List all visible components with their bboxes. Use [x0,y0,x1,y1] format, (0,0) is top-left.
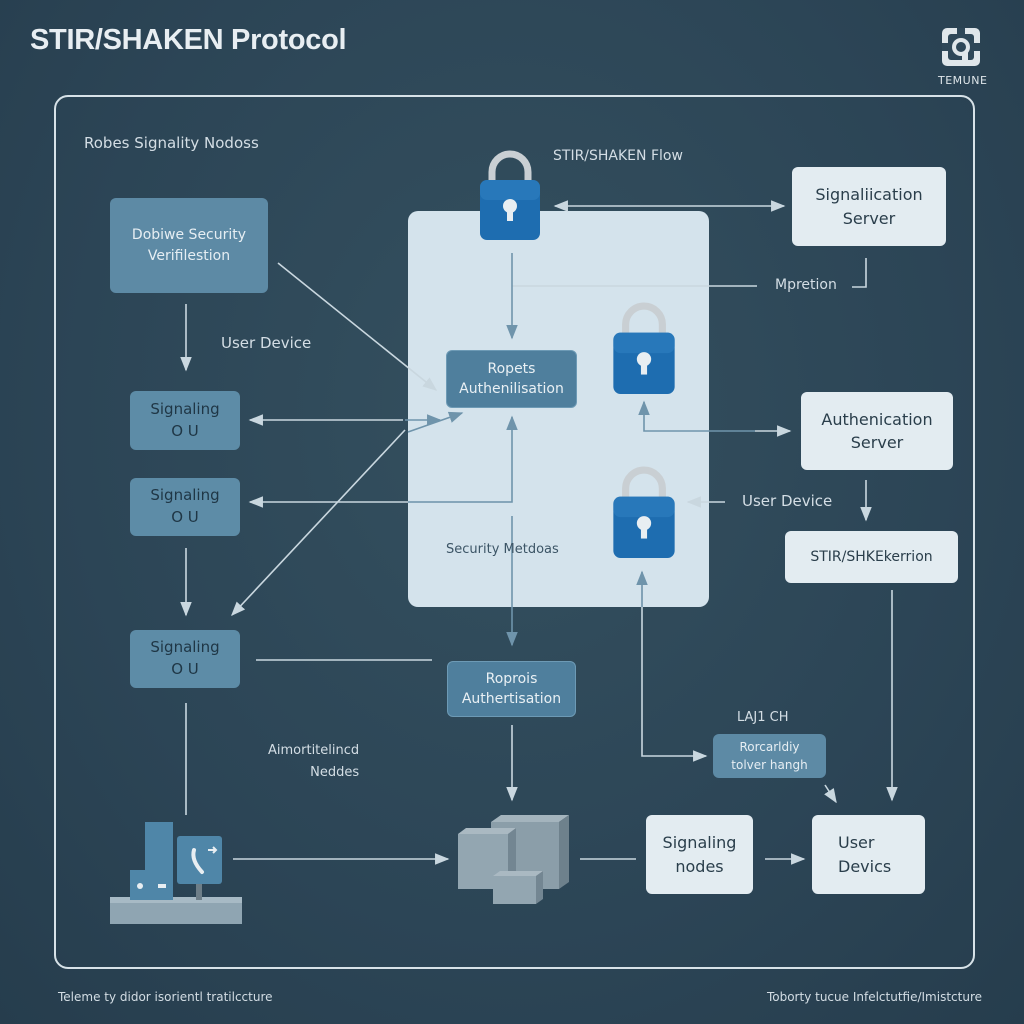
user-device-label-left: User Device [221,334,312,352]
mpretion-label: Mpretion [775,277,837,293]
last-ch-label: LAJ1 CH [737,710,789,725]
wire-server-down [852,258,867,288]
flow-title: STIR/SHAKEN Flow [553,148,683,164]
node-signalication-server[interactable]: Signaliication Server [792,167,946,246]
wire-lock3-to-recently [641,572,708,762]
node-authentication-top[interactable]: Ropets Authenilisation [446,350,577,408]
node-user-devices[interactable]: User Devics [812,815,925,894]
diagram-frame [54,95,975,969]
server-cubes-icon [456,812,571,907]
lock-icon [478,150,542,240]
user-device-label-right: User Device [742,492,833,510]
wire-recently-to-user [824,784,837,804]
wire-panel-up-to-auth [408,415,518,503]
node-recently[interactable]: Rorcarldiy tolver hangh [713,734,826,778]
node-signaling-1[interactable]: Signaling O U [130,391,240,450]
wire-device-to-auth [277,262,438,391]
authenticated-nodes-label: Aimortitelincd Neddes [268,743,360,781]
security-metdoas-label: Security Metdoas [446,542,559,557]
node-signaling-nodes[interactable]: Signaling nodes [646,815,753,894]
telephony-device-icon [110,820,245,926]
wire-panel-to-lock2 [638,400,755,432]
node-signaling-2[interactable]: Signaling O U [130,478,240,536]
node-device-security-verification[interactable]: Dobiwe Security Verifilestion [110,198,268,293]
node-authentication-server[interactable]: Authenication Server [801,392,953,470]
wire-diag-to-sig3 [231,429,406,617]
lock-icon [610,302,675,394]
brand-logo-icon [940,26,982,68]
page-title: STIR/SHAKEN Protocol [30,24,347,56]
node-stir-shaken[interactable]: STIR/SHKEkerrion [785,531,958,583]
footer-right: Toborty tucue Infelctutfie/Imistcture [766,990,982,1004]
section-title: Robes Signality Nodoss [84,134,259,152]
brand-logo-text: TEMUNE [938,74,988,87]
lock-icon [610,466,675,558]
node-authentication-bottom[interactable]: Roprois Authertisation [447,661,576,717]
footer-left: Teleme ty didor isorientl tratilccture [58,990,273,1004]
node-signaling-3[interactable]: Signaling O U [130,630,240,688]
